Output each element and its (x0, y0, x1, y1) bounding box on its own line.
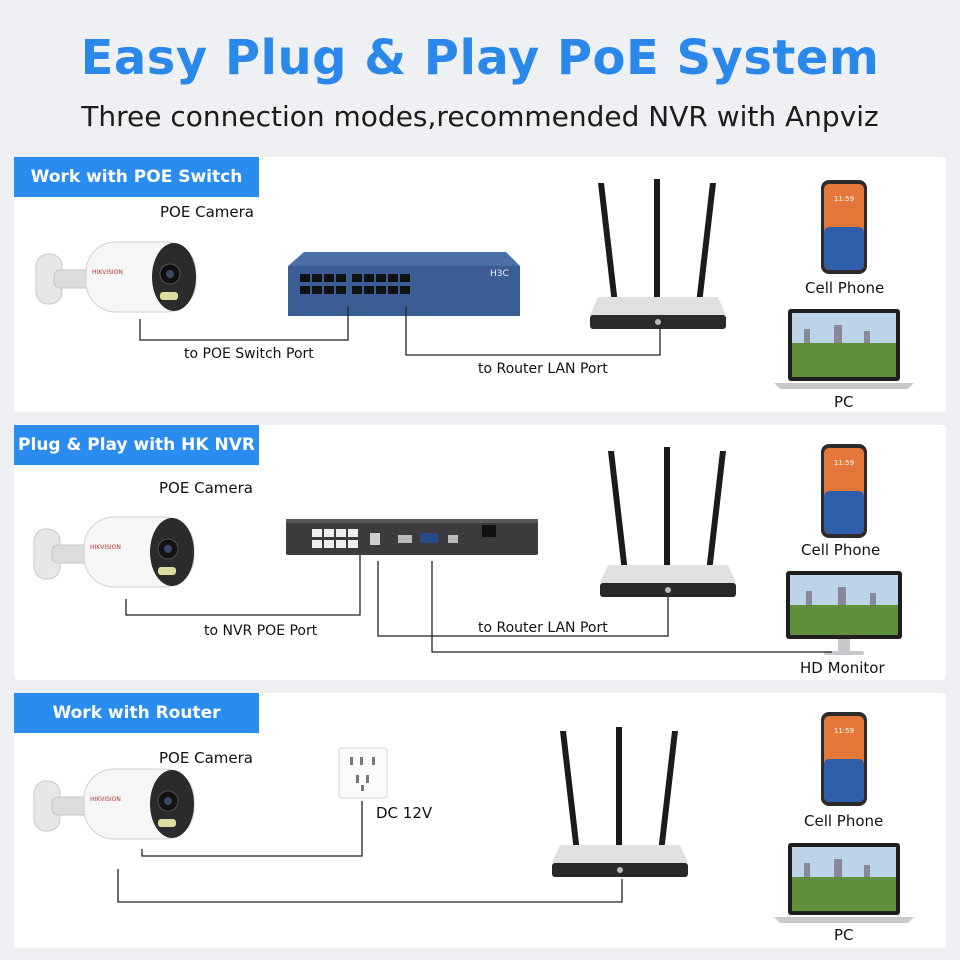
monitor-icon (786, 571, 902, 655)
laptop-icon (774, 843, 914, 923)
phone-time: 11:59 (834, 195, 854, 203)
connection-lines (139, 307, 661, 356)
poe-camera-icon: HIKVISION (33, 768, 195, 840)
power-outlet-icon (338, 747, 388, 799)
camera-label: POE Camera (159, 479, 253, 497)
router-icon (600, 447, 736, 597)
screen-label: HD Monitor (800, 659, 885, 677)
poe-camera-icon: HIKVISION (35, 241, 197, 313)
screen-label: PC (834, 926, 854, 944)
page-title: Easy Plug & Play PoE System (80, 30, 880, 86)
nvr-icon (286, 519, 538, 555)
connection-lines (117, 801, 623, 903)
connection-lines (125, 555, 832, 653)
camera-label: POE Camera (159, 749, 253, 767)
phone-time: 11:59 (834, 727, 854, 735)
section-hk-nvr: Plug & Play with HK NVR POE Camera HIKVI… (14, 425, 946, 680)
router-icon (590, 179, 726, 329)
link-label-router: to Router LAN Port (478, 620, 608, 636)
phone-time: 11:59 (834, 459, 854, 467)
cell-phone-icon: 11:59 (821, 712, 867, 806)
section-badge: Work with POE Switch (14, 157, 259, 197)
section-badge: Plug & Play with HK NVR (14, 425, 259, 465)
laptop-icon (774, 309, 914, 389)
phone-label: Cell Phone (801, 541, 881, 559)
camera-brand: HIKVISION (90, 796, 121, 803)
section-badge: Work with Router (14, 693, 259, 733)
screen-label: PC (834, 393, 854, 411)
poe-switch-icon: H3C (288, 252, 520, 316)
cell-phone-icon: 11:59 (821, 444, 867, 538)
cell-phone-icon: 11:59 (821, 180, 867, 274)
section-router: Work with Router POE Camera HIKVISION DC… (14, 693, 946, 948)
section-poe-switch: Work with POE Switch POE Camera HIKVISIO… (14, 157, 946, 412)
camera-label: POE Camera (160, 203, 254, 221)
poe-camera-icon: HIKVISION (33, 516, 195, 588)
router-icon (552, 727, 688, 877)
link-label-switch: to POE Switch Port (184, 346, 314, 362)
camera-brand: HIKVISION (92, 269, 123, 276)
phone-label: Cell Phone (804, 812, 884, 830)
power-label: DC 12V (376, 804, 433, 822)
link-label-nvr: to NVR POE Port (204, 623, 318, 639)
camera-brand: HIKVISION (90, 544, 121, 551)
page-subtitle: Three connection modes,recommended NVR w… (81, 100, 879, 133)
link-label-router: to Router LAN Port (478, 361, 608, 377)
switch-brand: H3C (490, 269, 509, 279)
phone-label: Cell Phone (805, 279, 885, 297)
